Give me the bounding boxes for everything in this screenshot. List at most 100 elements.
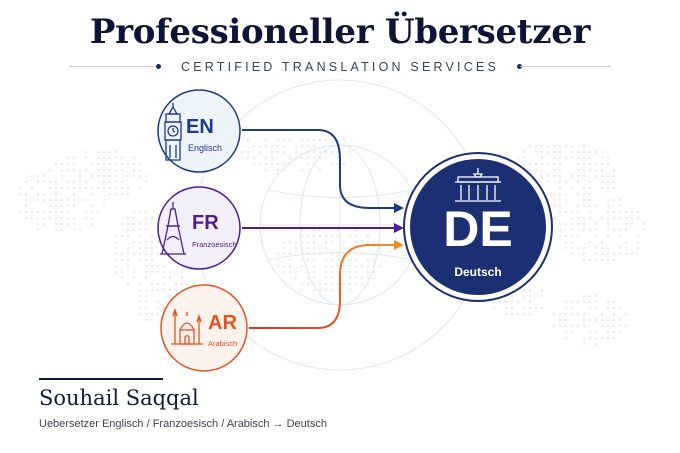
map-dot: [108, 186, 112, 190]
map-dot: [126, 258, 130, 262]
map-dot: [516, 156, 520, 160]
map-dot: [90, 216, 94, 220]
map-dot: [114, 186, 118, 190]
map-dot: [138, 282, 142, 286]
map-dot: [60, 204, 64, 208]
map-dot: [594, 258, 598, 262]
map-dot: [600, 336, 604, 340]
ar-name: Arabisch: [208, 339, 238, 348]
map-dot: [366, 240, 370, 244]
map-dot: [354, 234, 358, 238]
map-dot: [60, 186, 64, 190]
map-dot: [582, 312, 586, 316]
map-dot: [144, 288, 148, 292]
map-dot: [60, 162, 64, 166]
map-dot: [246, 156, 250, 160]
map-dot: [156, 306, 160, 310]
map-dot: [336, 288, 340, 292]
map-dot: [132, 276, 136, 280]
map-dot: [594, 306, 598, 310]
map-dot: [348, 288, 352, 292]
map-dot: [126, 162, 130, 166]
map-dot: [60, 216, 64, 220]
map-dot: [48, 186, 52, 190]
map-dot: [90, 222, 94, 226]
map-dot: [84, 186, 88, 190]
map-dot: [594, 204, 598, 208]
map-dot: [366, 234, 370, 238]
map-dot: [288, 252, 292, 256]
map-dot: [588, 240, 592, 244]
map-dot: [576, 222, 580, 226]
map-dot: [312, 150, 316, 154]
map-dot: [570, 300, 574, 304]
map-dot: [270, 150, 274, 154]
map-dot: [360, 276, 364, 280]
map-dot: [330, 234, 334, 238]
source-en: [157, 89, 241, 173]
ar-code: AR: [208, 312, 237, 334]
map-dot: [108, 162, 112, 166]
map-dot: [66, 198, 70, 202]
map-dot: [552, 216, 556, 220]
map-dot: [540, 150, 544, 154]
map-dot: [144, 318, 148, 322]
map-dot: [594, 150, 598, 154]
map-dot: [126, 252, 130, 256]
map-dot: [306, 240, 310, 244]
map-dot: [312, 258, 316, 262]
map-dot: [132, 168, 136, 172]
map-dot: [558, 156, 562, 160]
map-dot: [126, 216, 130, 220]
map-dot: [72, 216, 76, 220]
map-dot: [144, 240, 148, 244]
map-dot: [330, 282, 334, 286]
map-dot: [600, 246, 604, 250]
map-dot: [252, 144, 256, 148]
map-dot: [612, 312, 616, 316]
map-dot: [600, 180, 604, 184]
map-dot: [612, 300, 616, 304]
map-dot: [150, 282, 154, 286]
map-dot: [324, 288, 328, 292]
map-dot: [282, 162, 286, 166]
map-dot: [540, 162, 544, 166]
map-dot: [30, 216, 34, 220]
map-dot: [612, 198, 616, 202]
map-dot: [570, 324, 574, 328]
map-dot: [582, 192, 586, 196]
map-dot: [150, 288, 154, 292]
map-dot: [630, 252, 634, 256]
map-dot: [138, 294, 142, 298]
map-dot: [180, 270, 184, 274]
map-dot: [306, 234, 310, 238]
map-dot: [306, 162, 310, 166]
map-dot: [558, 162, 562, 166]
map-dot: [612, 318, 616, 322]
map-dot: [348, 246, 352, 250]
map-dot: [114, 246, 118, 250]
map-dot: [588, 150, 592, 154]
map-dot: [318, 168, 322, 172]
map-dot: [96, 186, 100, 190]
map-dot: [84, 180, 88, 184]
map-dot: [606, 252, 610, 256]
map-dot: [144, 270, 148, 274]
map-dot: [144, 222, 148, 226]
map-dot: [606, 162, 610, 166]
map-dot: [582, 294, 586, 298]
map-dot: [324, 258, 328, 262]
map-dot: [162, 282, 166, 286]
map-dot: [588, 336, 592, 340]
map-dot: [144, 216, 148, 220]
map-dot: [138, 234, 142, 238]
map-dot: [570, 222, 574, 226]
map-dot: [618, 210, 622, 214]
map-dot: [366, 264, 370, 268]
map-dot: [558, 186, 562, 190]
map-dot: [24, 210, 28, 214]
map-dot: [48, 198, 52, 202]
map-dot: [348, 264, 352, 268]
map-dot: [582, 258, 586, 262]
map-dot: [324, 282, 328, 286]
